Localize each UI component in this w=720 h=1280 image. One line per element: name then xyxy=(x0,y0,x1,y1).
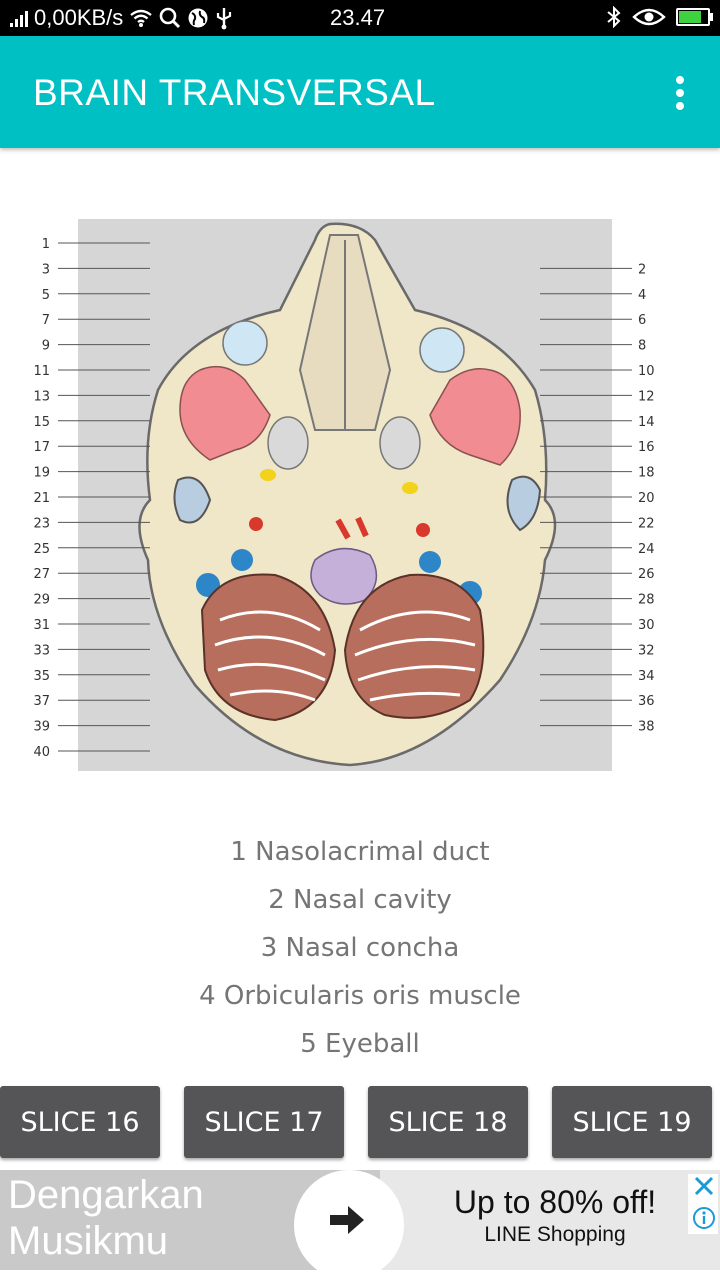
eyeball-left xyxy=(222,320,268,366)
diagram-label: 37 xyxy=(33,694,50,709)
signal-icon xyxy=(10,9,28,27)
diagram-label: 20 xyxy=(638,491,655,506)
legend-item: 1 Nasolacrimal duct xyxy=(230,837,490,867)
ad-advertiser: LINE Shopping xyxy=(484,1223,626,1246)
ad-banner[interactable]: Dengarkan Musikmu Up to 80% off! LINE Sh… xyxy=(0,1170,720,1270)
structure-legend: 1 Nasolacrimal duct 2 Nasal cavity 3 Nas… xyxy=(0,828,720,1068)
diagram-label: 24 xyxy=(638,542,655,557)
cerebellum-left xyxy=(200,573,337,722)
usb-icon xyxy=(217,8,232,30)
ad-promo: Up to 80% off! LINE Shopping xyxy=(410,1184,700,1247)
diagram-label: 15 xyxy=(33,415,50,430)
diagram-label: 19 xyxy=(33,466,50,481)
diagram-label: 5 xyxy=(42,288,50,303)
search-icon xyxy=(159,7,181,29)
diagram-label: 23 xyxy=(33,516,50,531)
diagram-label: 9 xyxy=(42,339,50,354)
diagram-label: 14 xyxy=(638,415,655,430)
diagram-label: 30 xyxy=(638,618,655,633)
diagram-label: 6 xyxy=(638,313,646,328)
diagram-label: 40 xyxy=(33,745,50,760)
temporal-muscle-left xyxy=(179,365,271,461)
page-title: BRAIN TRANSVERSAL xyxy=(33,72,436,113)
diagram-label: 13 xyxy=(33,389,50,404)
slice-button-row: SLICE 16 SLICE 17 SLICE 18 SLICE 19 xyxy=(0,1086,720,1158)
diagram-label: 27 xyxy=(33,567,50,582)
diagram-label: 36 xyxy=(638,694,655,709)
diagram-label: 3 xyxy=(42,262,50,277)
more-vert-icon[interactable] xyxy=(670,76,690,112)
diagram-label: 26 xyxy=(638,567,655,582)
diagram-label: 34 xyxy=(638,669,655,684)
app-bar: BRAIN TRANSVERSAL xyxy=(0,36,720,148)
ad-cta-button[interactable] xyxy=(294,1170,404,1270)
diagram-label: 32 xyxy=(638,643,655,658)
legend-item: 4 Orbicularis oris muscle xyxy=(199,981,521,1011)
info-icon[interactable] xyxy=(692,1206,716,1230)
temporal-muscle-right xyxy=(429,368,521,466)
diagram-label: 18 xyxy=(638,466,655,481)
legend-item: 2 Nasal cavity xyxy=(268,885,452,915)
diagram-label: 35 xyxy=(33,669,50,684)
diagram-label: 10 xyxy=(638,364,655,379)
diagram-label: 4 xyxy=(638,288,646,303)
battery-icon xyxy=(676,8,713,26)
battery-level xyxy=(679,11,701,23)
diagram-label: 31 xyxy=(33,618,50,633)
diagram-label: 1 xyxy=(42,237,50,252)
slice-19-button[interactable]: SLICE 19 xyxy=(552,1086,712,1158)
diagram-label: 21 xyxy=(33,491,50,506)
status-bar: 0,00KB/s 23.47 xyxy=(0,0,720,36)
slice-18-button[interactable]: SLICE 18 xyxy=(368,1086,528,1158)
diagram-label: 39 xyxy=(33,720,50,735)
diagram-label: 2 xyxy=(638,262,646,277)
legend-item: 3 Nasal concha xyxy=(260,933,460,963)
slice-17-button[interactable]: SLICE 17 xyxy=(184,1086,344,1158)
diagram-label: 16 xyxy=(638,440,655,455)
diagram-label: 7 xyxy=(42,313,50,328)
close-icon[interactable] xyxy=(692,1174,716,1198)
slice-16-button[interactable]: SLICE 16 xyxy=(0,1086,160,1158)
diagram-label: 25 xyxy=(33,542,50,557)
diagram-label: 12 xyxy=(638,389,655,404)
eyeball-right xyxy=(419,327,465,373)
diagram-label: 8 xyxy=(638,339,646,354)
cerebellum-right xyxy=(343,573,485,719)
legend-item: 5 Eyeball xyxy=(300,1029,420,1059)
eye-icon xyxy=(632,8,666,26)
diagram-label: 17 xyxy=(33,440,50,455)
ad-controls xyxy=(688,1174,718,1234)
diagram-label: 29 xyxy=(33,593,50,608)
wifi-icon xyxy=(130,9,153,27)
clock: 23.47 xyxy=(330,5,386,30)
diagram-label: 38 xyxy=(638,720,655,735)
ad-headline: Dengarkan Musikmu xyxy=(8,1173,204,1263)
network-speed: 0,00KB/s xyxy=(34,5,124,30)
diagram-label: 22 xyxy=(638,516,655,531)
ad-promo-text: Up to 80% off! xyxy=(453,1184,657,1220)
diagram-label: 28 xyxy=(638,593,655,608)
diagram-label: 33 xyxy=(33,643,50,658)
diagram-label: 11 xyxy=(33,364,50,379)
globe-icon xyxy=(188,8,208,28)
arrow-right-icon xyxy=(330,1206,364,1234)
bluetooth-icon xyxy=(607,6,621,28)
brainstem xyxy=(310,547,378,605)
